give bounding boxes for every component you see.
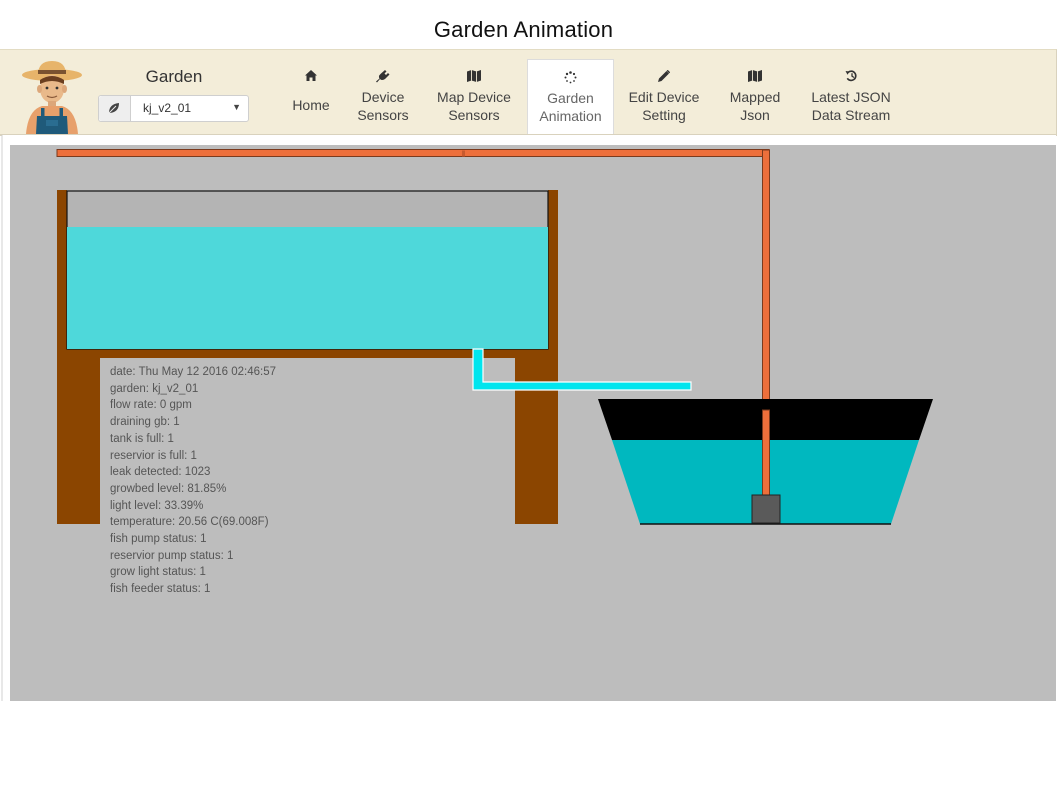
nav-device-sensors-label-2: Sensors xyxy=(357,107,409,123)
nav-map-device-sensors-label-2: Sensors xyxy=(448,107,500,123)
nav-edit-device-setting-label-1: Edit Device xyxy=(628,89,700,105)
nav-edit-device-setting[interactable]: Edit Device Setting xyxy=(624,59,704,134)
vertical-pipe-lower xyxy=(762,409,770,499)
pipe-outlet xyxy=(462,150,465,157)
nav-map-device-sensors[interactable]: Map Device Sensors xyxy=(432,59,516,134)
growbed-left-leg xyxy=(57,358,100,524)
readout-reservoir-pump: reservior pump status: 1 xyxy=(110,549,234,562)
nav-mapped-json-label-2: Json xyxy=(740,107,770,123)
spinner-icon xyxy=(528,71,613,87)
readout-fish-feeder: fish feeder status: 1 xyxy=(110,583,211,596)
nav-home[interactable]: Home xyxy=(284,59,338,134)
nav-map-device-sensors-label-1: Map Device xyxy=(437,89,511,105)
stage-top-border xyxy=(10,135,1056,145)
nav-latest-json[interactable]: Latest JSON Data Stream xyxy=(806,59,896,134)
growbed-left-post xyxy=(57,190,67,360)
readout-light-level: light level: 33.39% xyxy=(110,499,204,512)
nav-latest-json-label-2: Data Stream xyxy=(811,107,891,123)
history-icon xyxy=(806,70,896,86)
readout-growbed-level: growbed level: 81.85% xyxy=(110,482,227,495)
garden-label: Garden xyxy=(145,67,203,86)
growbed-right-post xyxy=(548,190,558,360)
nav-garden-animation-label-1: Garden xyxy=(547,90,594,106)
garden-select-value: kj_v2_01 xyxy=(143,101,192,115)
growbed-water xyxy=(67,227,548,349)
garden-select-addon xyxy=(99,96,131,121)
stage-left-border xyxy=(2,135,10,701)
nav-latest-json-label-1: Latest JSON xyxy=(811,89,891,105)
home-icon xyxy=(284,70,338,86)
nav-garden-animation[interactable]: Garden Animation xyxy=(527,59,614,134)
readout-date: date: Thu May 12 2016 02:46:57 xyxy=(110,366,277,378)
readout-grow-light: grow light status: 1 xyxy=(110,566,206,579)
map-icon xyxy=(725,70,785,86)
pencil-icon xyxy=(624,70,704,86)
drain-pipe xyxy=(472,348,692,391)
readout-draining: draining gb: 1 xyxy=(110,416,180,429)
readout-fish-pump: fish pump status: 1 xyxy=(110,533,207,546)
garden-select[interactable]: kj_v2_01 ▼ xyxy=(98,95,249,122)
readout-tank-full: tank is full: 1 xyxy=(110,432,174,445)
nav-device-sensors-label-1: Device xyxy=(361,89,405,105)
readout-garden: garden: kj_v2_01 xyxy=(110,382,199,395)
readout-reservoir-full: reservior is full: 1 xyxy=(110,449,197,462)
sensor-readout: date: Thu May 12 2016 02:46:57 garden: k… xyxy=(110,364,276,598)
page-title: Garden Animation xyxy=(433,17,614,42)
leaf-icon xyxy=(108,103,119,114)
reservoir-pump xyxy=(751,494,781,524)
nav-mapped-json-label-1: Mapped xyxy=(729,89,781,105)
chevron-down-icon: ▼ xyxy=(232,102,241,112)
plug-icon xyxy=(352,70,414,86)
readout-temperature: temperature: 20.56 C(69.008F) xyxy=(110,516,269,529)
top-pipe xyxy=(56,149,770,157)
growbed-floor xyxy=(57,349,558,358)
farmer-avatar xyxy=(22,61,82,134)
nav-mapped-json[interactable]: Mapped Json xyxy=(725,59,785,134)
nav-home-label: Home xyxy=(292,97,330,113)
readout-flow-rate: flow rate: 0 gpm xyxy=(110,399,192,412)
nav-device-sensors[interactable]: Device Sensors xyxy=(352,59,414,134)
nav-edit-device-setting-label-2: Setting xyxy=(642,107,686,123)
map-icon xyxy=(432,70,516,86)
readout-leak: leak detected: 1023 xyxy=(110,466,211,479)
nav-garden-animation-label-2: Animation xyxy=(539,108,602,124)
